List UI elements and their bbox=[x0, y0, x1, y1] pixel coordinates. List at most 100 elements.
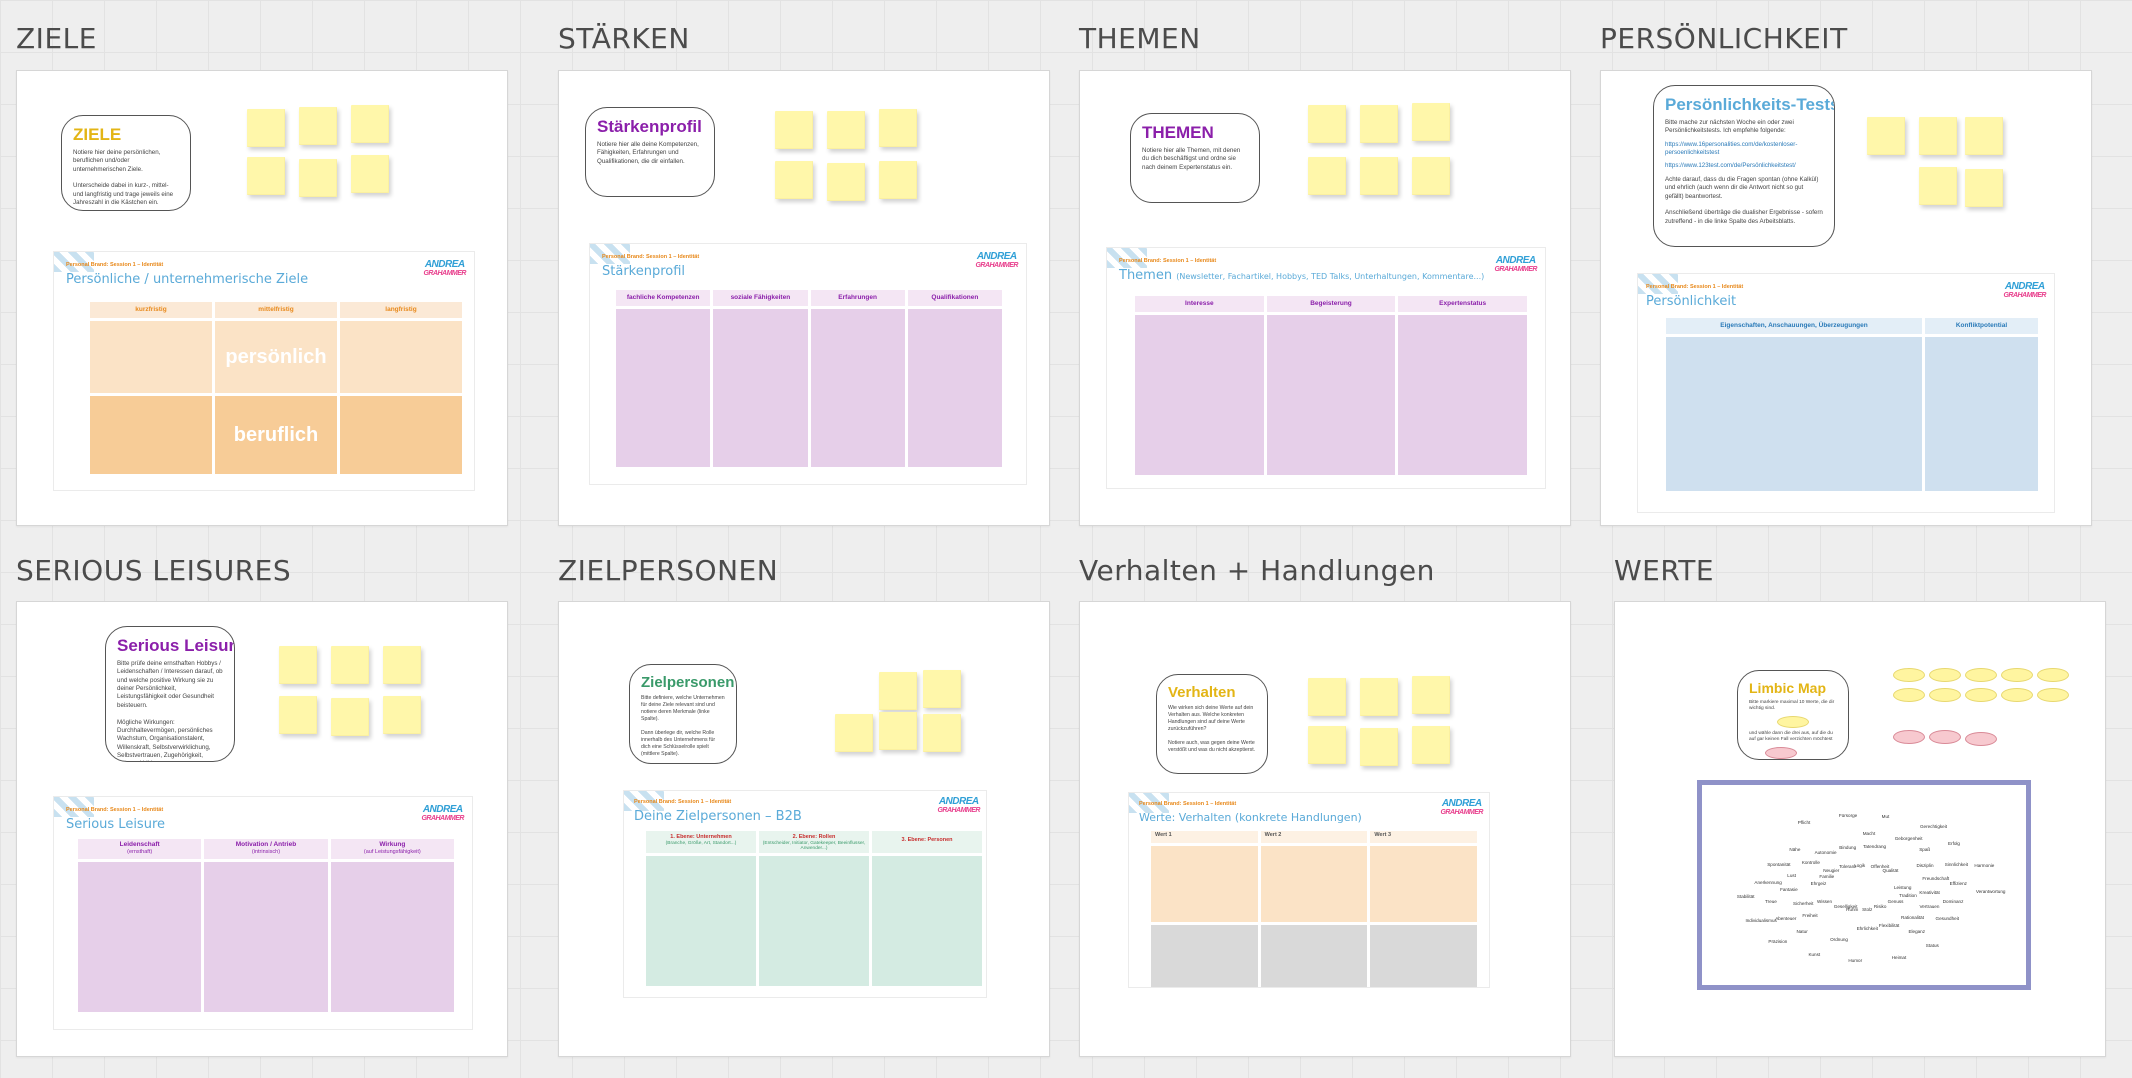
table-cell[interactable] bbox=[646, 856, 756, 986]
sticky-note[interactable] bbox=[383, 693, 424, 734]
table-cell[interactable] bbox=[1666, 337, 1922, 491]
sticky-note[interactable] bbox=[879, 106, 920, 147]
value-marker-yellow[interactable] bbox=[2037, 668, 2069, 682]
info-card-pers[interactable]: Persönlichkeits-Tests Bitte mache zur nä… bbox=[1653, 85, 1835, 247]
table-cell[interactable] bbox=[330, 862, 454, 1012]
value-marker-yellow[interactable] bbox=[1929, 668, 1961, 682]
sticky-note[interactable] bbox=[879, 158, 920, 199]
frame-serious[interactable]: Serious Leisure Bitte prüfe deine ernsth… bbox=[16, 601, 508, 1057]
value-marker-yellow[interactable] bbox=[1965, 688, 1997, 702]
frame-title-staerken[interactable]: STÄRKEN bbox=[558, 22, 690, 55]
table-cell[interactable] bbox=[340, 321, 462, 393]
frame-ziele[interactable]: ZIELE Notiere hier deine persönlichen, b… bbox=[16, 70, 508, 526]
value-marker-yellow[interactable] bbox=[2001, 668, 2033, 682]
table-cell[interactable] bbox=[1370, 925, 1477, 987]
worksheet-pers[interactable]: Personal Brand: Session 1 – Identität Pe… bbox=[1637, 273, 2055, 513]
sticky-note[interactable] bbox=[879, 669, 920, 710]
frame-zielpersonen[interactable]: Zielpersonen Bitte definiere, welche Unt… bbox=[558, 601, 1050, 1057]
sticky-note[interactable] bbox=[1412, 154, 1453, 195]
info-card-staerken[interactable]: Stärkenprofil Notiere hier alle deine Ko… bbox=[585, 107, 715, 197]
sticky-note[interactable] bbox=[923, 667, 964, 708]
sticky-note[interactable] bbox=[351, 152, 392, 193]
frame-themen[interactable]: THEMEN Notiere hier alle Themen, mit den… bbox=[1079, 70, 1571, 526]
frame-title-themen[interactable]: THEMEN bbox=[1079, 22, 1201, 55]
table-cell[interactable] bbox=[90, 321, 212, 393]
table-cell[interactable] bbox=[810, 309, 905, 467]
table-cell[interactable] bbox=[713, 309, 808, 467]
sticky-note[interactable] bbox=[1919, 114, 1960, 155]
value-marker-yellow[interactable] bbox=[1929, 688, 1961, 702]
frame-title-werte[interactable]: WERTE bbox=[1614, 554, 1715, 587]
sticky-note[interactable] bbox=[1360, 675, 1401, 716]
info-card-themen[interactable]: THEMEN Notiere hier alle Themen, mit den… bbox=[1130, 113, 1260, 203]
value-marker-red[interactable] bbox=[1965, 732, 1997, 746]
info-card-werte[interactable]: Limbic Map Bitte markiere maximal 10 Wer… bbox=[1737, 670, 1849, 760]
sticky-note[interactable] bbox=[1965, 114, 2006, 155]
sticky-note[interactable] bbox=[835, 711, 876, 752]
table-cell[interactable] bbox=[1925, 337, 2038, 491]
info-card-verhalten[interactable]: Verhalten Wie wirken sich deine Werte au… bbox=[1156, 674, 1268, 774]
worksheet-serious[interactable]: Personal Brand: Session 1 – Identität Se… bbox=[53, 796, 473, 1030]
table-cell[interactable] bbox=[1398, 315, 1527, 475]
frame-persoenlichkeit[interactable]: Persönlichkeits-Tests Bitte mache zur nä… bbox=[1600, 70, 2092, 526]
worksheet-themen[interactable]: Personal Brand: Session 1 – Identität Th… bbox=[1106, 247, 1546, 489]
worksheet-staerken[interactable]: Personal Brand: Session 1 – Identität St… bbox=[589, 243, 1027, 485]
info-card-ziele[interactable]: ZIELE Notiere hier deine persönlichen, b… bbox=[61, 115, 191, 211]
table-cell[interactable] bbox=[204, 862, 328, 1012]
value-marker-yellow[interactable] bbox=[1893, 688, 1925, 702]
sticky-note[interactable] bbox=[775, 108, 816, 149]
value-marker-red[interactable] bbox=[1893, 730, 1925, 744]
sticky-note[interactable] bbox=[1867, 114, 1908, 155]
sticky-note[interactable] bbox=[279, 643, 320, 684]
table-cell[interactable] bbox=[340, 396, 462, 474]
sticky-note[interactable] bbox=[827, 108, 868, 149]
sticky-note[interactable] bbox=[1919, 164, 1960, 205]
sticky-note[interactable] bbox=[879, 709, 920, 750]
worksheet-ziele[interactable]: Personal Brand: Session 1 – Identität Pe… bbox=[53, 251, 475, 491]
value-marker-red[interactable] bbox=[1929, 730, 1961, 744]
sticky-note[interactable] bbox=[279, 693, 320, 734]
sticky-note[interactable] bbox=[1412, 723, 1453, 764]
table-cell[interactable] bbox=[90, 396, 212, 474]
table-cell[interactable] bbox=[1135, 315, 1264, 475]
info-card-serious[interactable]: Serious Leisure Bitte prüfe deine ernsth… bbox=[105, 626, 235, 762]
table-cell[interactable] bbox=[1260, 846, 1368, 922]
table-cell[interactable] bbox=[1266, 315, 1396, 475]
table-cell[interactable] bbox=[1260, 925, 1368, 987]
value-marker-yellow[interactable] bbox=[2001, 688, 2033, 702]
worksheet-zielpersonen[interactable]: Personal Brand: Session 1 – Identität De… bbox=[623, 790, 987, 998]
sticky-note[interactable] bbox=[351, 102, 392, 143]
sticky-note[interactable] bbox=[1360, 154, 1401, 195]
table-cell[interactable] bbox=[759, 856, 869, 986]
sticky-note[interactable] bbox=[247, 106, 288, 147]
frame-werte[interactable]: Limbic Map Bitte markiere maximal 10 Wer… bbox=[1614, 601, 2106, 1057]
sticky-note[interactable] bbox=[1412, 100, 1453, 141]
sticky-note[interactable] bbox=[299, 156, 340, 197]
sticky-note[interactable] bbox=[331, 643, 372, 684]
table-cell[interactable] bbox=[1151, 846, 1258, 922]
sticky-note[interactable] bbox=[331, 695, 372, 736]
table-cell[interactable] bbox=[907, 309, 1002, 467]
frame-staerken[interactable]: Stärkenprofil Notiere hier alle deine Ko… bbox=[558, 70, 1050, 526]
test-link[interactable]: https://www.16personalities.com/de/koste… bbox=[1665, 140, 1798, 157]
sticky-note[interactable] bbox=[1308, 723, 1349, 764]
sticky-note[interactable] bbox=[1360, 725, 1401, 766]
sticky-note[interactable] bbox=[775, 158, 816, 199]
frame-title-persoenlichkeit[interactable]: PERSÖNLICHKEIT bbox=[1600, 22, 1848, 55]
value-marker-yellow[interactable] bbox=[1893, 668, 1925, 682]
sticky-note[interactable] bbox=[923, 711, 964, 752]
sticky-note[interactable] bbox=[299, 104, 340, 145]
table-cell[interactable] bbox=[1151, 925, 1258, 987]
table-cell[interactable] bbox=[1370, 846, 1477, 922]
sticky-note[interactable] bbox=[1360, 102, 1401, 143]
sticky-note[interactable] bbox=[1965, 166, 2006, 207]
frame-title-ziele[interactable]: ZIELE bbox=[16, 22, 97, 55]
sticky-note[interactable] bbox=[1308, 102, 1349, 143]
value-marker-yellow[interactable] bbox=[1965, 668, 1997, 682]
sticky-note[interactable] bbox=[383, 643, 424, 684]
table-cell[interactable] bbox=[78, 862, 202, 1012]
frame-title-serious[interactable]: SERIOUS LEISURES bbox=[16, 554, 292, 587]
value-marker-yellow[interactable] bbox=[2037, 688, 2069, 702]
test-link[interactable]: https://www.123test.com/de/Persönlichkei… bbox=[1665, 162, 1796, 170]
